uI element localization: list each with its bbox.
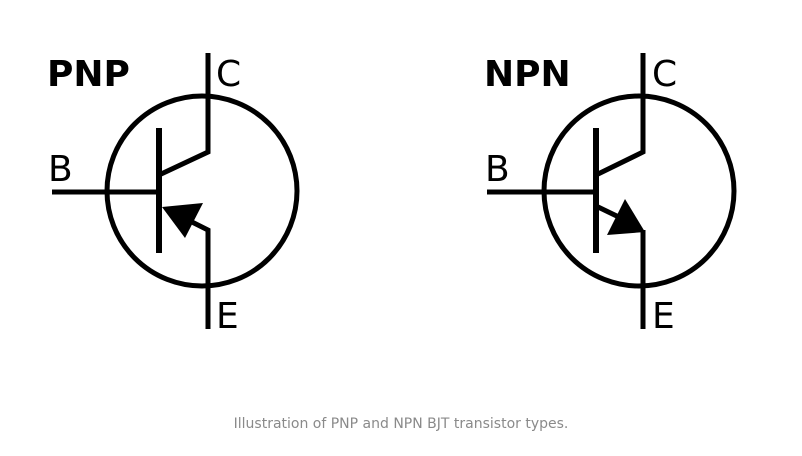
npn-base-label: B xyxy=(485,149,510,190)
pnp-title: PNP xyxy=(47,54,130,95)
transistor-figure: PNP C B E NPN C B E xyxy=(47,53,737,337)
npn-symbol xyxy=(487,53,737,329)
pnp-emitter-arrow-icon xyxy=(162,203,203,238)
npn-emitter-label: E xyxy=(652,296,675,337)
pnp-emitter-label: E xyxy=(216,296,239,337)
npn-collector-lead xyxy=(594,53,646,178)
npn-title: NPN xyxy=(484,54,571,95)
npn-emitter-arrow-icon xyxy=(607,199,645,235)
pnp-emitter-lead xyxy=(170,209,211,329)
pnp-base-label: B xyxy=(48,149,73,190)
npn-collector-label: C xyxy=(652,54,677,95)
pnp-collector-lead xyxy=(157,53,211,178)
pnp-collector-label: C xyxy=(216,54,241,95)
figure-caption: Illustration of PNP and NPN BJT transist… xyxy=(233,416,569,432)
pnp-symbol xyxy=(52,53,300,329)
